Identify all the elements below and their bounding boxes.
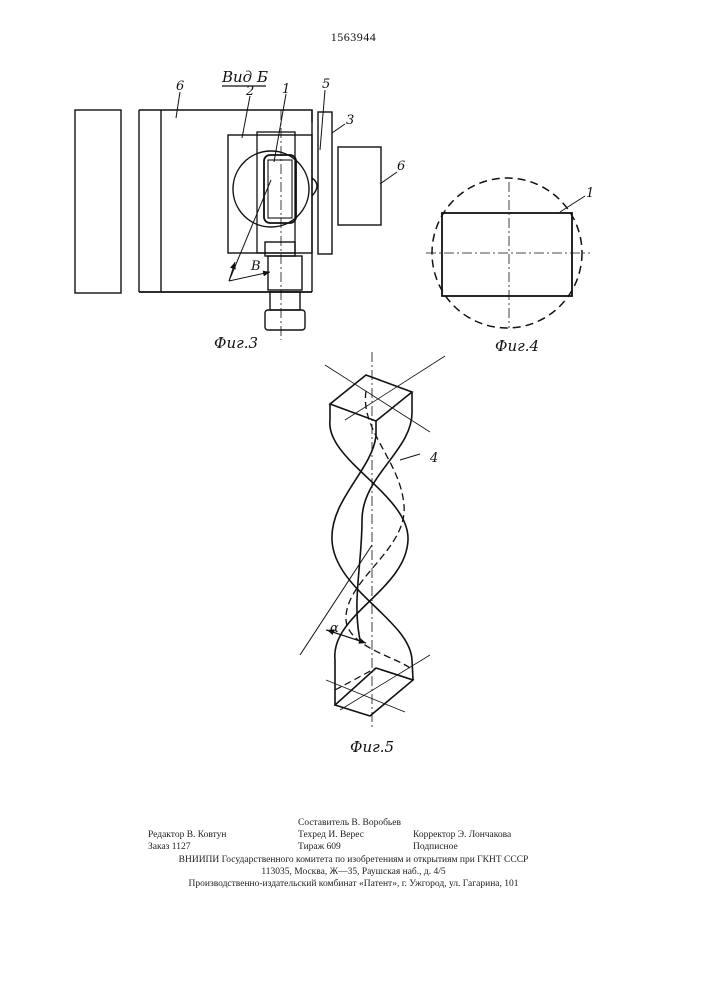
fig5-label-4: 4 xyxy=(429,451,438,466)
imprint-plant: Производственно-издательский комбинат «П… xyxy=(0,879,707,889)
fig4-label-1: 1 xyxy=(586,186,594,201)
fig3-label-3: 3 xyxy=(346,113,354,128)
imprint-compiler: Составитель В. Воробьев xyxy=(298,818,401,828)
imprint-corrector: Корректор Э. Лончакова xyxy=(413,830,511,840)
fig3-label-6a: 6 xyxy=(176,79,184,94)
fig3-label-1: 1 xyxy=(282,82,290,97)
imprint-vniipi: ВНИИПИ Государственного комитета по изоб… xyxy=(0,855,707,865)
fig3-view-title: Вид Б xyxy=(221,68,268,86)
imprint-address: 113035, Москва, Ж—35, Раушская наб., д. … xyxy=(0,867,707,877)
technical-drawing: Вид Б xyxy=(0,0,707,790)
fig3-label-6b: 6 xyxy=(397,159,405,174)
imprint-subscription: Подписное xyxy=(413,842,458,852)
fig4-caption: Фиг.4 xyxy=(495,337,539,355)
imprint-order: Заказ 1127 xyxy=(148,842,190,852)
fig3-label-2: 2 xyxy=(245,84,254,99)
figure-5: 4 α Фиг.5 xyxy=(300,352,445,756)
fig3-label-b: B xyxy=(250,259,261,274)
imprint-techred: Техред И. Верес xyxy=(298,830,364,840)
fig5-label-alpha: α xyxy=(330,621,339,636)
fig3-left-block xyxy=(75,110,121,293)
fig3-body-outline xyxy=(139,110,312,292)
figure-3: Вид Б xyxy=(75,68,405,352)
fig4-section xyxy=(442,213,572,296)
imprint-editor: Редактор В. Ковтун xyxy=(148,830,227,840)
fig5-caption: Фиг.5 xyxy=(350,738,394,756)
fig3-label-5: 5 xyxy=(322,77,330,92)
imprint-circulation: Тираж 609 xyxy=(298,842,341,852)
figure-4: 1 Фиг.4 xyxy=(426,178,594,355)
fig3-caption: Фиг.3 xyxy=(214,334,258,352)
